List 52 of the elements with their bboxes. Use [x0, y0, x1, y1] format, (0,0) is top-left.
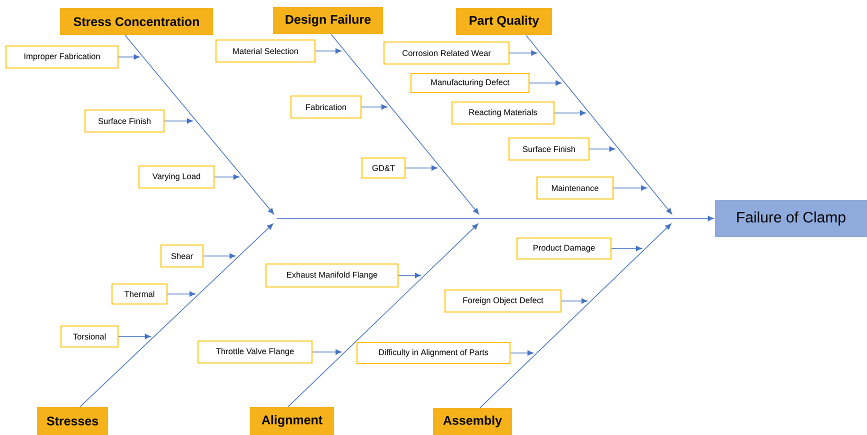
- arrow: [330, 34, 479, 214]
- arrow: [554, 110, 586, 116]
- category-box: Stress Concentration: [60, 8, 213, 35]
- cause-box: Maintenance: [536, 176, 614, 200]
- arrow: [510, 350, 534, 356]
- arrow: [276, 216, 714, 222]
- arrow: [167, 291, 196, 297]
- category-box: Assembly: [433, 408, 512, 435]
- cause-box: Shear: [160, 244, 204, 268]
- cause-box: Throttle Valve Flange: [197, 340, 313, 364]
- arrow: [509, 50, 538, 56]
- arrow: [561, 298, 588, 304]
- arrow: [288, 224, 478, 408]
- cause-box: GD&T: [361, 157, 406, 179]
- arrow: [589, 146, 616, 152]
- arrow: [124, 34, 274, 214]
- arrow: [398, 272, 421, 278]
- arrow: [118, 334, 151, 340]
- cause-box: Exhaust Manifold Flange: [265, 263, 399, 288]
- arrow: [214, 174, 240, 180]
- arrow: [361, 104, 388, 110]
- arrow: [529, 80, 562, 86]
- effect-box: Failure of Clamp: [715, 200, 867, 237]
- cause-box: Surface Finish: [508, 137, 590, 161]
- arrow: [611, 246, 642, 252]
- category-box: Alignment: [250, 407, 334, 435]
- arrow: [405, 165, 438, 171]
- arrow: [118, 54, 140, 60]
- cause-box: Torsional: [60, 325, 119, 348]
- cause-box: Manufacturing Defect: [410, 72, 530, 94]
- arrow: [80, 224, 274, 408]
- category-box: Stresses: [37, 407, 108, 435]
- cause-box: Thermal: [111, 283, 168, 305]
- arrow: [315, 48, 342, 54]
- cause-box: Fabrication: [290, 95, 362, 119]
- cause-box: Improper Fabrication: [5, 45, 119, 69]
- category-box: Design Failure: [273, 7, 383, 34]
- cause-box: Surface Finish: [84, 109, 165, 133]
- arrow: [164, 118, 193, 124]
- arrow: [312, 349, 342, 355]
- arrow: [526, 34, 672, 214]
- arrow: [203, 253, 236, 259]
- cause-box: Varying Load: [138, 165, 215, 189]
- cause-box: Reacting Materials: [451, 101, 555, 125]
- cause-box: Material Selection: [215, 39, 316, 63]
- cause-box: Product Damage: [516, 237, 612, 260]
- cause-box: Corrosion Related Wear: [383, 41, 510, 65]
- cause-box: Difficulty in Alignment of Parts: [356, 342, 511, 364]
- arrow: [480, 224, 672, 408]
- category-box: Part Quality: [456, 8, 552, 35]
- arrow: [613, 185, 648, 191]
- cause-box: Foreign Object Defect: [444, 289, 562, 313]
